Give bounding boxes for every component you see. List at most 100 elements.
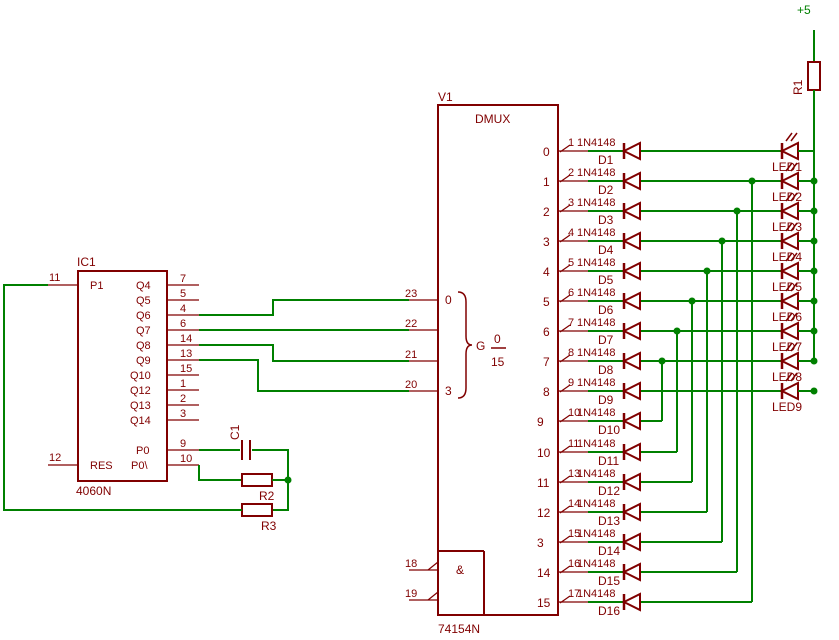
led-ray-b-7: [790, 342, 798, 352]
r3-label: R3: [261, 519, 277, 533]
led-junction-1: [810, 177, 818, 185]
v1-output-pin-num-13: 15: [568, 528, 580, 540]
diode-type-14: 1N4148: [577, 558, 616, 570]
v1-output-tick-9: [559, 414, 571, 423]
led-ray-a-0: [785, 132, 793, 142]
diode-ref-12: D13: [598, 514, 620, 528]
v1-pin19: 19: [405, 588, 417, 600]
v1-output-label-7: 7: [543, 355, 550, 369]
diode-ref-5: D6: [598, 303, 614, 317]
bus-junction-4: [703, 267, 711, 275]
ic1-q14-num: 3: [180, 408, 186, 420]
ic1-pin9-num: 9: [180, 438, 186, 450]
r2-resistor: [241, 473, 273, 487]
led-triangle-4: [779, 261, 799, 281]
led-ray-a-4: [785, 252, 793, 262]
diode-type-2: 1N4148: [577, 197, 616, 209]
cathode-buses: [640, 150, 772, 603]
diode-ref-4: D5: [598, 273, 614, 287]
v1-output-label-3: 3: [543, 235, 550, 249]
diode-type-15: 1N4148: [577, 588, 616, 600]
diode-ref-8: D9: [598, 393, 614, 407]
v1-output-pin-num-3: 4: [568, 227, 574, 239]
v1-output-label-0: 0: [543, 145, 550, 159]
led-ray-a-2: [785, 192, 793, 202]
c1-label: C1: [228, 424, 242, 440]
led-ref-7: LED8: [772, 370, 802, 384]
v1-output-pin-num-15: 17: [568, 588, 580, 600]
ic1-value: 4060N: [76, 484, 111, 498]
led-ray-b-4: [790, 252, 798, 262]
v1-output-label-14: 14: [537, 566, 551, 580]
diode-type-8: 1N4148: [577, 377, 616, 389]
v1-output-tick-11: [559, 475, 571, 484]
ic1-q13-num: 2: [180, 393, 186, 405]
ic1-q5-num: 5: [180, 288, 186, 300]
v1-output-pin-num-1: 2: [568, 167, 574, 179]
address-wires: [199, 299, 409, 392]
led-junction-8: [810, 387, 818, 395]
v1-pin22: 22: [405, 318, 417, 330]
diode-ref-7: D8: [598, 363, 614, 377]
v1-output-tick-3: [559, 234, 571, 243]
ic1-q12-label: Q12: [130, 385, 151, 397]
ic1-q8-num: 14: [180, 333, 192, 345]
led-junction-3: [810, 237, 818, 245]
v1-title: DMUX: [475, 112, 510, 126]
r3-resistor: [241, 503, 273, 517]
v1-output-pin-num-4: 5: [568, 257, 574, 269]
ic1-q14-label: Q14: [130, 415, 151, 427]
v1-output-tick-6: [559, 324, 571, 333]
diode-triangle-6: [621, 321, 641, 341]
ic1-ref: IC1: [77, 255, 96, 269]
bus-junction-3: [718, 237, 726, 245]
diode-ref-13: D14: [598, 544, 620, 558]
bus-junction-7: [658, 357, 666, 365]
v1-outputs: 0112233445566778899101011111312143151416…: [537, 137, 588, 610]
v1-output-pin-num-11: 13: [568, 468, 580, 480]
ic1-p0n-label: P0\: [131, 460, 148, 472]
v1-output-label-12: 12: [537, 506, 551, 520]
v1-pin18: 18: [405, 558, 417, 570]
led-ray-a-6: [785, 312, 793, 322]
osc-junction: [284, 476, 292, 484]
diode-type-0: 1N4148: [577, 137, 616, 149]
ic1-pin-res: RES: [90, 460, 113, 472]
ic1-q4-label: Q4: [136, 280, 151, 292]
diode-type-10: 1N4148: [577, 438, 616, 450]
led-junction-7: [810, 357, 818, 365]
ic1-q5-label: Q5: [136, 295, 151, 307]
v1-chip: V1 DMUX 74154N & 23 22 21 20 0 3 G 0 15 …: [405, 90, 588, 636]
bus-junction-5: [688, 297, 696, 305]
led-ray-b-1: [790, 162, 798, 172]
ic1-q12-num: 1: [180, 378, 186, 390]
led-ref-6: LED7: [772, 340, 802, 354]
ic1-q9-num: 13: [180, 348, 192, 360]
diode-triangle-15: [621, 592, 641, 612]
v1-output-label-5: 5: [543, 295, 550, 309]
v1-output-tick-15: [559, 595, 571, 604]
v1-output-tick-13: [559, 535, 571, 544]
v1-g-bottom: 15: [491, 355, 505, 369]
ic1-pin-p1: P1: [90, 280, 103, 292]
diode-triangle-4: [621, 261, 641, 281]
v1-g-top: 0: [494, 332, 501, 346]
ic1-q6-num: 4: [180, 303, 186, 315]
v1-output-tick-14: [559, 565, 571, 574]
ic1-q7-num: 6: [180, 318, 186, 330]
led-triangle-5: [779, 291, 799, 311]
led-triangle-3: [779, 231, 799, 251]
v1-output-label-6: 6: [543, 325, 550, 339]
v1-output-label-15: 15: [537, 596, 551, 610]
led-junction-6: [810, 327, 818, 335]
ic1-chip: IC1 4060N 11 P1 12 RES Q4 Q5 Q6 Q7 Q8 Q9…: [48, 255, 199, 498]
diode-triangle-2: [621, 201, 641, 221]
led-junction-5: [810, 297, 818, 305]
v1-g-label: G: [476, 339, 485, 353]
power-label: +5: [797, 3, 811, 17]
v1-output-label-8: 8: [543, 385, 550, 399]
v1-output-pin-num-5: 6: [568, 287, 574, 299]
diode-triangle-5: [621, 291, 641, 311]
r2-label: R2: [259, 489, 275, 503]
